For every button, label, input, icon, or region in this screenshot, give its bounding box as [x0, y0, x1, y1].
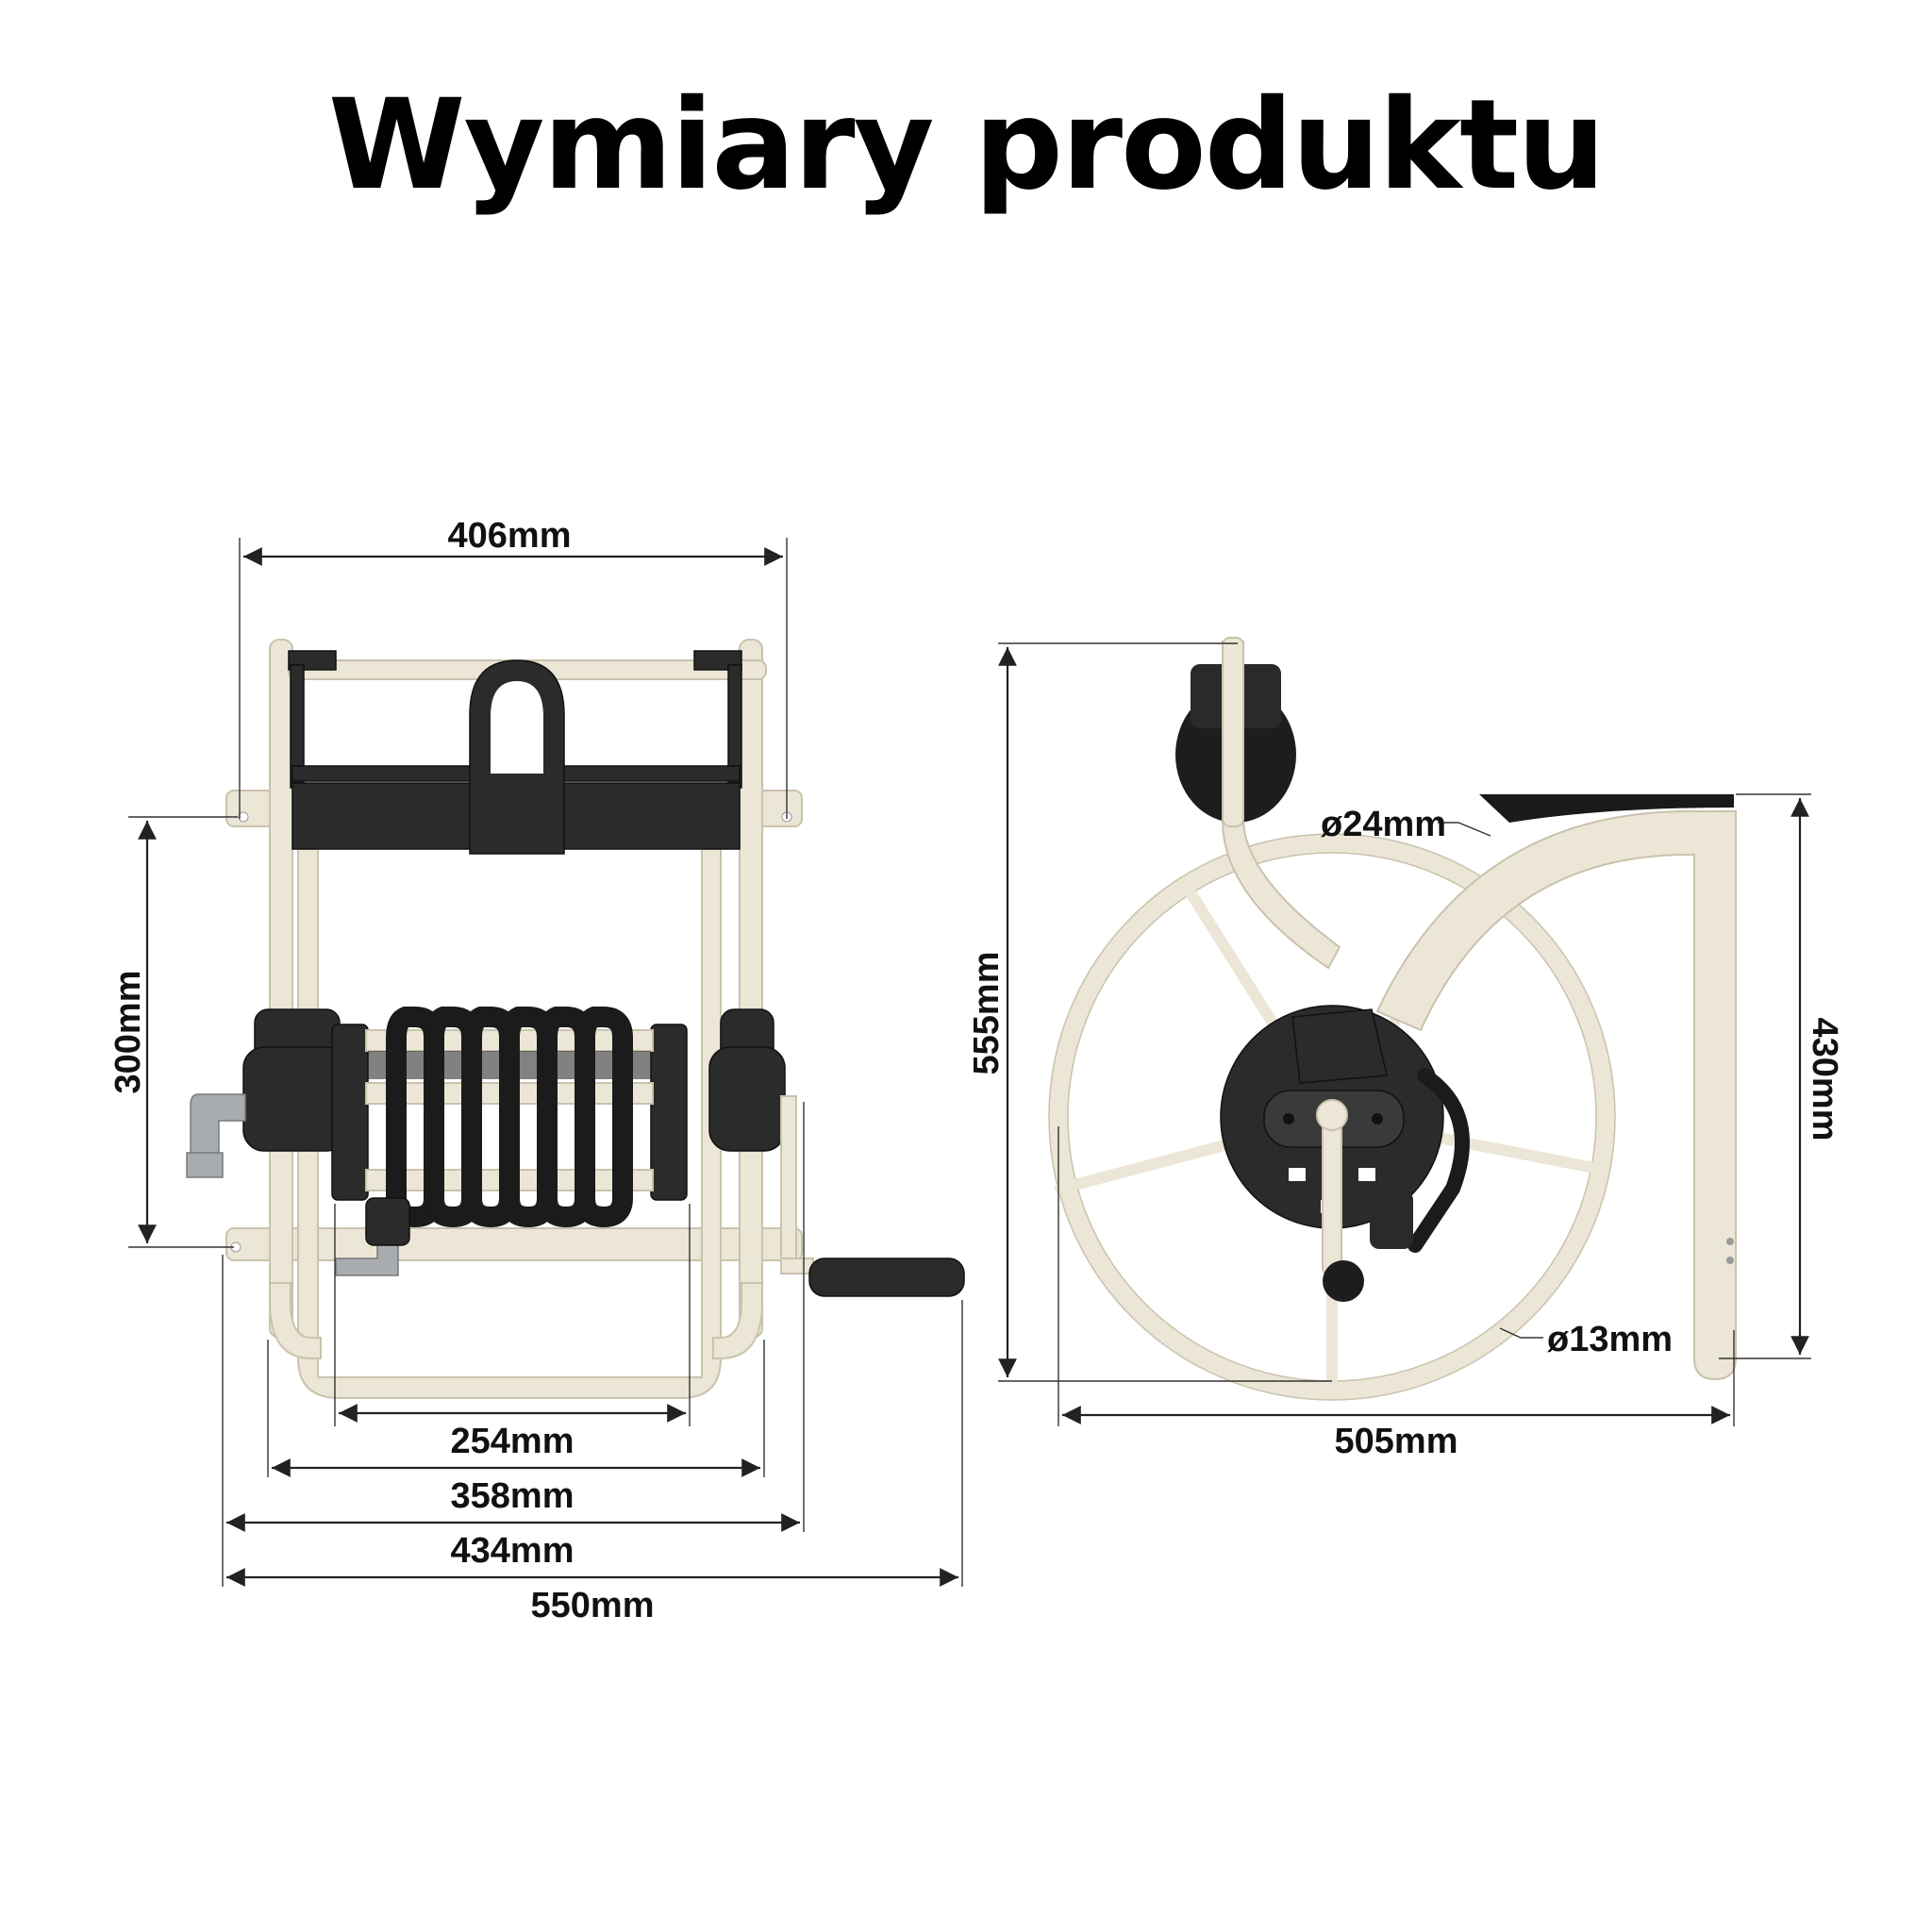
bracket-top-plate	[1479, 794, 1734, 823]
mount-bracket	[1375, 810, 1737, 1381]
hub-bracket	[1291, 1008, 1388, 1084]
frame-right-upright	[739, 639, 763, 1339]
guide-arm	[1222, 641, 1341, 970]
dim-total-width: 550mm	[531, 1586, 655, 1625]
side-crank-knob	[1323, 1260, 1364, 1302]
drum-right-flange	[650, 1024, 688, 1201]
dim-total-depth: 505mm	[1335, 1422, 1458, 1461]
side-connector	[1370, 1191, 1413, 1249]
dim-mount-height: 300mm	[108, 971, 148, 1094]
dim-total-height: 555mm	[967, 952, 1007, 1075]
dim-drum-width: 254mm	[451, 1422, 575, 1461]
dim-frame-outer: 434mm	[451, 1531, 575, 1571]
page-title: Wymiary produktu	[327, 73, 1606, 218]
dim-top-width: 406mm	[448, 516, 572, 556]
right-hub	[708, 1046, 786, 1152]
frame-left-foot	[269, 1282, 322, 1359]
side-crank-arm	[1322, 1114, 1342, 1276]
front-dimensions	[128, 538, 963, 1587]
drum-left-flange	[331, 1024, 369, 1201]
front-view: 406mm 300mm 254mm 358mm 434mm 550mm	[108, 516, 965, 1625]
hose-coils	[386, 1007, 633, 1228]
dim-bracket-height: 430mm	[1805, 1018, 1844, 1141]
side-hose	[1407, 1068, 1470, 1253]
dim-frame-inner: 358mm	[451, 1476, 575, 1516]
dim-tube-diameter: ø24mm	[1321, 805, 1446, 844]
crank-joint	[780, 1257, 814, 1274]
side-dimensions	[998, 642, 1811, 1426]
crank-grip	[808, 1257, 965, 1297]
inlet-thread	[186, 1152, 224, 1178]
frame-left-upright	[269, 639, 293, 1339]
outlet-connector	[365, 1197, 410, 1246]
crank-arm	[780, 1095, 797, 1267]
inlet-elbow	[190, 1093, 246, 1163]
dim-rod-diameter: ø13mm	[1547, 1320, 1673, 1359]
frame-right-foot	[712, 1282, 763, 1359]
side-view: 555mm 430mm 505mm ø24mm ø13mm	[967, 637, 1844, 1461]
